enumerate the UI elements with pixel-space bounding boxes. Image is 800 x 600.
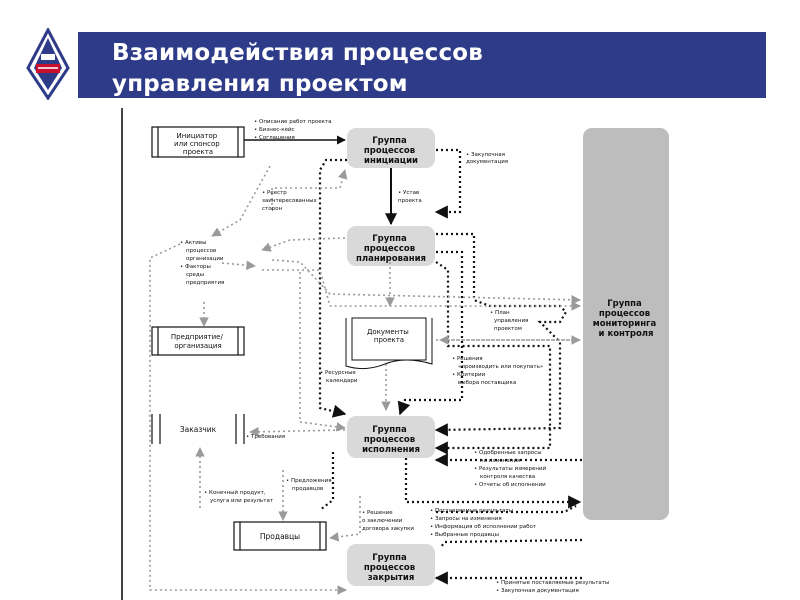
dashed-flow-arrows <box>318 148 583 585</box>
initiator-entity: Инициатор или спонсор проекта <box>151 126 245 158</box>
closing-process-box: Группа процессов закрытия <box>347 544 435 586</box>
svg-text:Группа процессов з: Группа процессов закрытия <box>364 553 418 583</box>
svg-text:Продавцы: Продавцы <box>260 532 300 541</box>
stakeholder-register-label: • Реестр заинтересованных сторон <box>262 190 318 212</box>
left-frame-line <box>121 108 123 600</box>
contract-decision-label: • Решение о заключении договора закупки <box>362 510 414 532</box>
customer-entity: Заказчик <box>151 414 245 444</box>
change-requests-label: • Одобренные запросы на изменения • Резу… <box>474 450 548 488</box>
slide-title: Взаимодействия процессов управления прое… <box>112 38 752 100</box>
procurement-docs-label: • Закупочная документация <box>466 152 508 165</box>
enterprise-entity: Предприятие/ организация <box>151 326 245 356</box>
title-bar <box>78 32 766 98</box>
slide-title-line-1: Взаимодействия процессов <box>112 40 484 66</box>
solid-flow-arrows <box>244 135 397 226</box>
monitoring-process-label: Группа процессов мониторинга и контроля <box>593 299 659 339</box>
closing-inputs-label: • Принятые поставляемые результаты • Зак… <box>496 580 611 594</box>
university-logo-icon <box>26 28 70 100</box>
svg-text:Предприятие/ организация: Предприятие/ организация <box>171 333 225 350</box>
slide-title-line-2: управления проектом <box>112 71 408 97</box>
dotted-grey-arrows <box>149 165 581 595</box>
execution-outputs-label: • Поставляемые результаты • Запросы на и… <box>430 508 538 538</box>
project-charter-label: • Устав проекта <box>398 190 422 204</box>
sellers-entity: Продавцы <box>233 521 327 551</box>
slide-header: Взаимодействия процессов управления прое… <box>0 0 800 105</box>
org-assets-label: • Активы процессов организации • Факторы… <box>180 240 225 286</box>
monitoring-process-box <box>583 128 669 520</box>
project-documents-entity: Документы проекта <box>345 317 433 370</box>
project-plan-label: • План управления проектом <box>490 310 530 332</box>
execution-process-box: Группа процессов исполнения <box>347 416 435 458</box>
svg-text:Группа процессов и: Группа процессов инициации <box>364 136 418 166</box>
planning-process-box: Группа процессов планирования <box>347 226 435 266</box>
svg-text:Заказчик: Заказчик <box>180 425 217 434</box>
requirements-label: • Требования <box>246 434 285 440</box>
svg-text:Группа процессов и: Группа процессов исполнения <box>362 425 420 455</box>
make-or-buy-label: • Решения «производить или покупать» • К… <box>452 356 545 386</box>
resource-calendars-label: • Ресурсные календари <box>320 370 358 384</box>
accepted-deliverable-label: • Конечный продукт, услуга или результат <box>204 489 274 504</box>
svg-text:Документы проекта: Документы проекта <box>367 328 411 344</box>
initiator-output-label: • Описание работ проекта • Бизнес-кейс •… <box>254 119 333 141</box>
svg-text:Группа процессов п: Группа процессов планирования <box>356 234 426 264</box>
svg-text:Инициатор или спонсор: Инициатор или спонсор проекта <box>174 132 222 156</box>
initiation-process-box: Группа процессов инициации <box>347 128 435 168</box>
seller-proposals-label: • Предложения продавцов <box>286 478 333 492</box>
